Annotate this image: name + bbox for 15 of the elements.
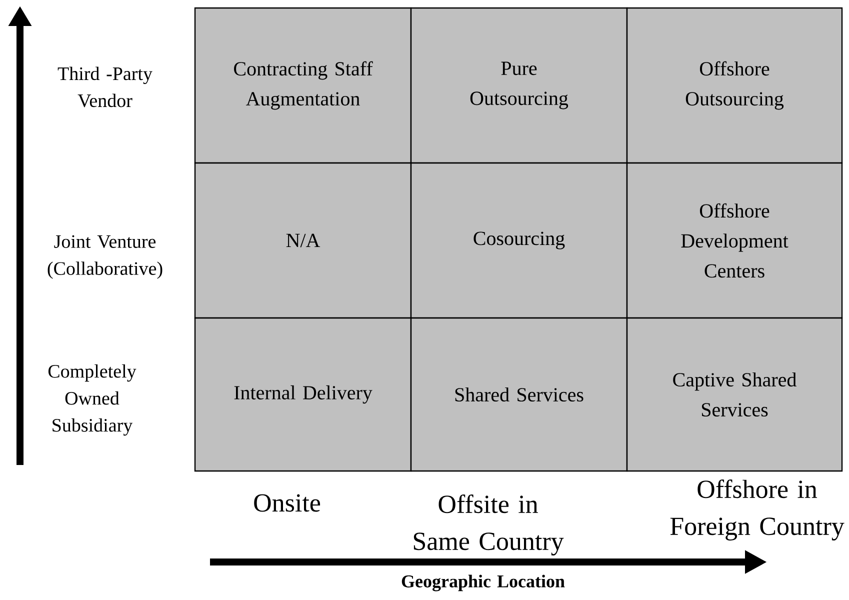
grid-cell: Pure Outsourcing <box>410 7 628 164</box>
grid-cell: Cosourcing <box>410 162 628 319</box>
row-label: Completely Owned Subsidiary <box>48 364 136 436</box>
grid-cell: Captive Shared Services <box>626 317 843 472</box>
row-label: Joint Venture (Collaborative) <box>48 235 162 279</box>
row-label: Third -Party Vendor <box>58 66 152 108</box>
grid-cell: Offshore Outsourcing <box>626 7 843 164</box>
grid-cell: Shared Services <box>410 317 628 472</box>
grid-cell: Internal Delivery <box>194 317 412 472</box>
axis-title: Geographic Location <box>402 574 565 592</box>
grid-cell: Offshore Development Centers <box>626 162 843 319</box>
grid-cell: N/A <box>194 162 412 319</box>
grid-cell: Contracting Staff Augmentation <box>194 7 412 164</box>
column-label: Offsite in Same Country <box>414 494 564 556</box>
column-label: Offshore in Foreign Country <box>670 480 844 540</box>
